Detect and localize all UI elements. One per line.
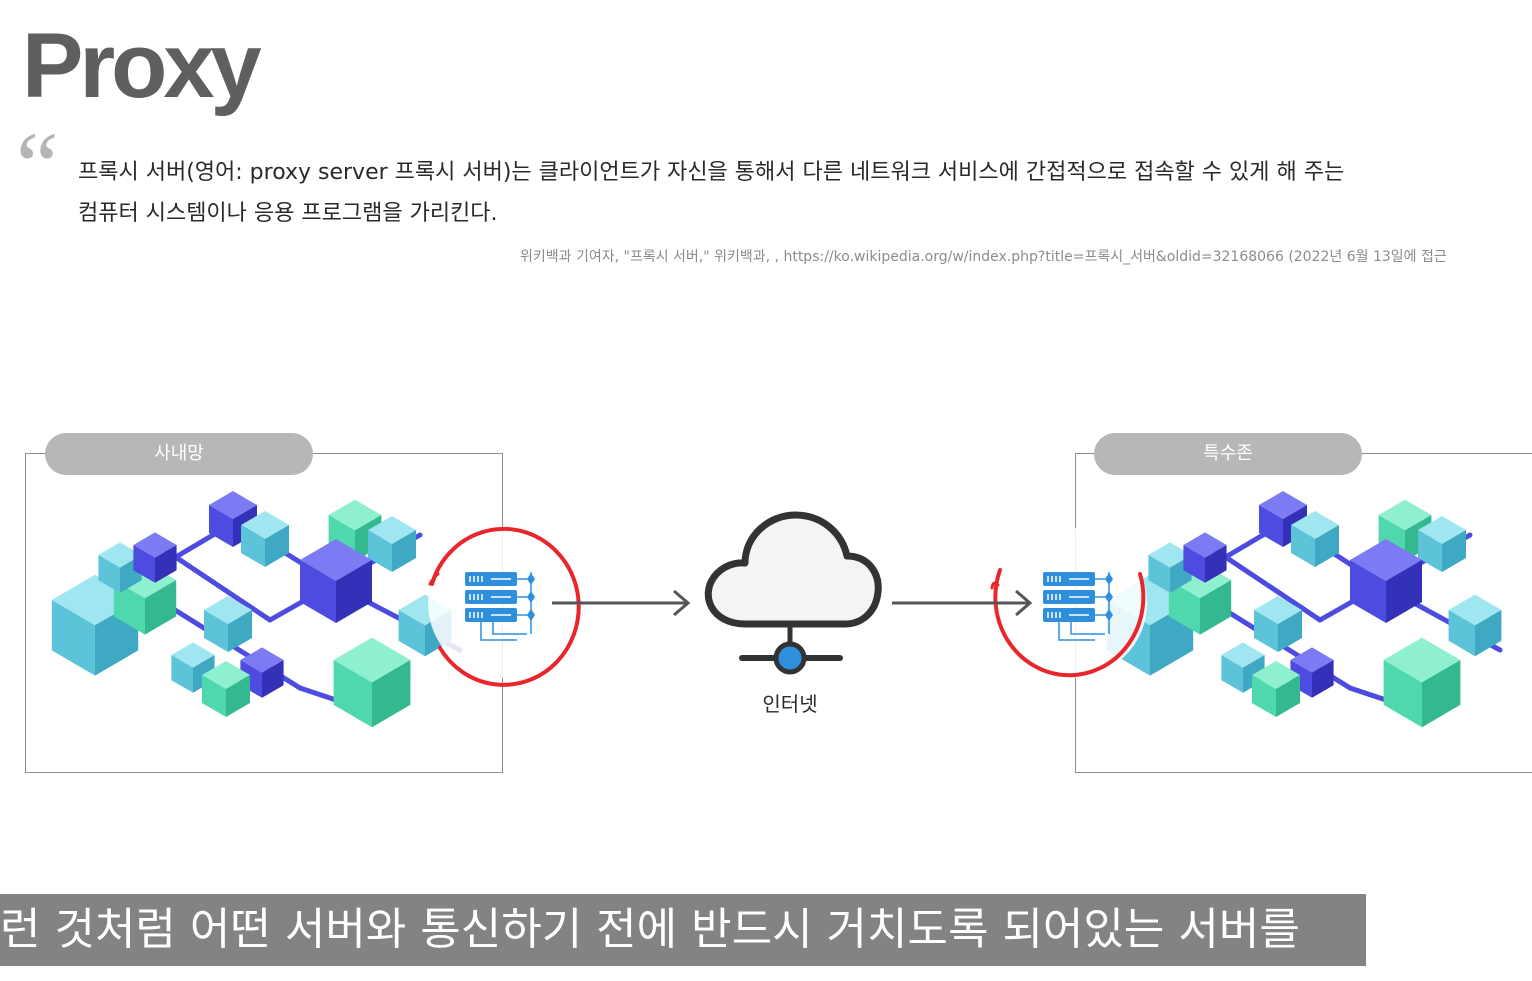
quote-line-1: 프록시 서버(영어: proxy server 프록시 서버)는 클라이언트가 … <box>78 160 1345 185</box>
internal-network-cubes <box>51 491 463 728</box>
citation: 위키백과 기여자, "프록시 서버," 위키백과, , https://ko.w… <box>520 249 1447 265</box>
proxy-server-right <box>997 528 1147 678</box>
video-subtitle: 런 것처럼 어떤 서버와 통신하기 전에 반드시 거치도록 되어있는 서버를 <box>0 894 1366 966</box>
internal-network-label: 사내망 <box>45 433 313 475</box>
internet-label: 인터넷 <box>762 692 818 716</box>
arrow-left-to-internet <box>552 589 691 617</box>
arrow-internet-to-right <box>892 589 1033 617</box>
quote-line-2: 컴퓨터 시스템이나 응용 프로그램을 가리킨다. <box>78 201 498 226</box>
slide-title: Proxy <box>22 15 262 117</box>
quote-mark-icon: “ <box>16 112 59 219</box>
highlight-circle-left <box>428 526 581 687</box>
internet-cloud-icon <box>704 511 882 675</box>
highlight-circle-right <box>990 568 1146 678</box>
special-zone-network-cubes <box>1106 491 1503 728</box>
proxy-server-left <box>428 528 578 678</box>
special-zone-label: 특수존 <box>1094 433 1362 475</box>
definition-quote: 프록시 서버(영어: proxy server 프록시 서버)는 클라이언트가 … <box>78 152 1498 234</box>
